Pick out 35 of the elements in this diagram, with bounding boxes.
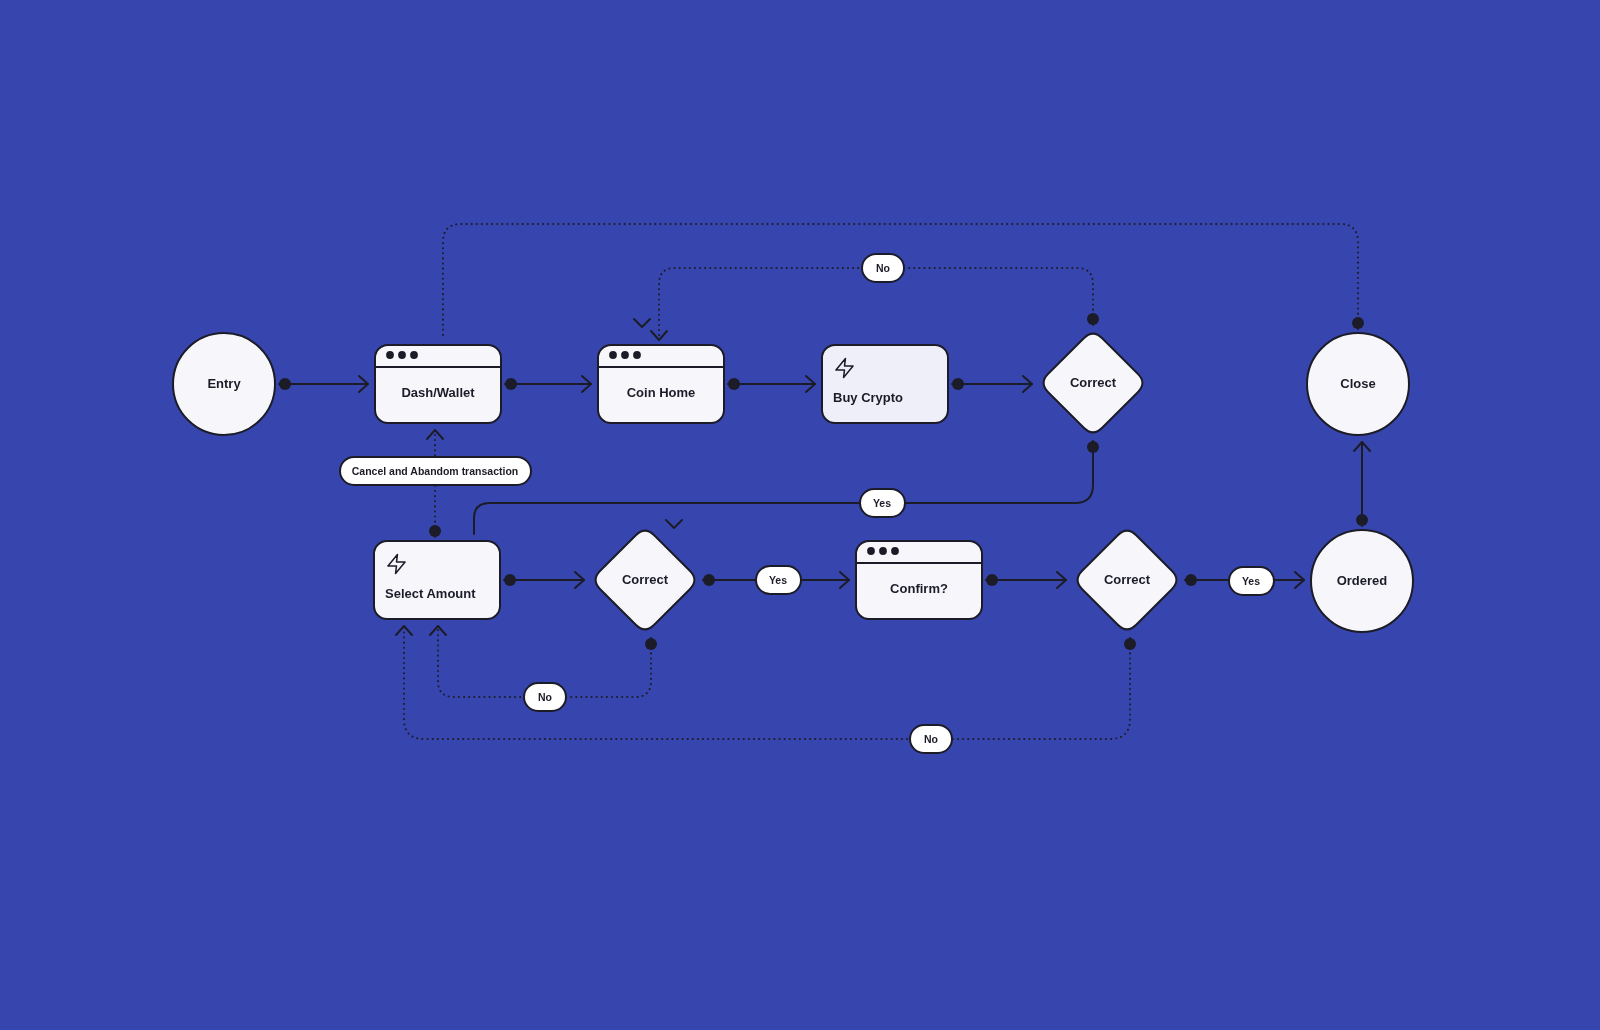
- action-card: [821, 344, 949, 424]
- connector: [442, 223, 1364, 339]
- node-label: Correct: [1069, 375, 1117, 391]
- node-label: Select Amount: [385, 586, 476, 602]
- edge-label: No: [861, 253, 905, 283]
- node-label: Correct: [621, 572, 669, 588]
- node-label: Confirm?: [890, 580, 948, 597]
- edge-label: Yes: [858, 488, 906, 518]
- node-label: Dash/Wallet: [401, 384, 475, 401]
- screen-card: [855, 540, 983, 620]
- node-label: Entry: [207, 376, 241, 392]
- connector: [473, 440, 1099, 535]
- edge-label: Yes: [754, 565, 802, 595]
- arrow: [985, 571, 1067, 589]
- arrow: [1353, 441, 1371, 527]
- arrow: [504, 375, 592, 393]
- edge-label: Cancel and Abandom transaction: [338, 456, 532, 486]
- edge-label: Yes: [1227, 566, 1275, 596]
- action-card: [373, 540, 501, 620]
- arrow: [395, 625, 1136, 740]
- node-label: Buy Crypto: [833, 390, 904, 406]
- arrow: [650, 267, 1099, 341]
- arrow: [727, 375, 816, 393]
- arrow: [951, 375, 1033, 393]
- node-label: Ordered: [1336, 573, 1388, 589]
- node-label: Close: [1340, 376, 1376, 392]
- edge-label: No: [909, 724, 953, 754]
- edge-label: No: [523, 682, 567, 712]
- screen-card: [597, 344, 725, 424]
- screen-card: [374, 344, 502, 424]
- node-label: Coin Home: [626, 384, 696, 401]
- arrow: [278, 375, 369, 393]
- node-label: Correct: [1103, 572, 1151, 588]
- arrow: [429, 625, 657, 698]
- arrow: [503, 571, 585, 589]
